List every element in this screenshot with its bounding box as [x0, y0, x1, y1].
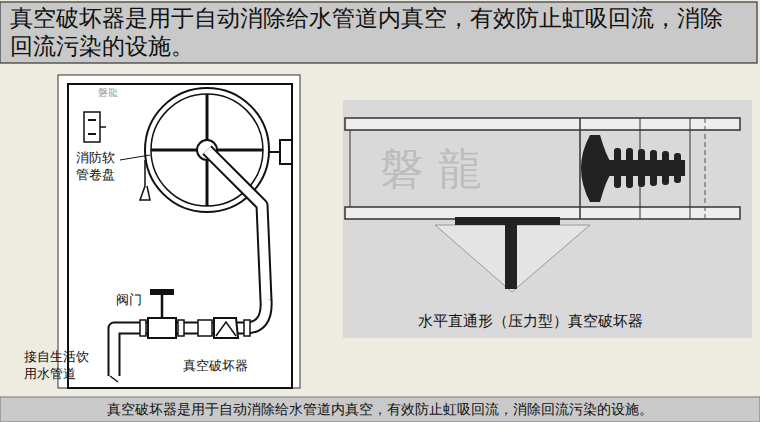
- part-label: 消防软 管卷盘: [76, 150, 119, 184]
- watermark: 磐 龍: [380, 140, 482, 197]
- caption: 真空破坏器是用于自动消除给水管道内真空，有效防止虹吸回流，消除回流污染的设施。: [0, 400, 760, 418]
- part-label: 阀门: [116, 292, 142, 309]
- part-label: 真空破坏器: [183, 358, 248, 375]
- watermark: 磐龍: [98, 86, 118, 99]
- breaker-section-drawing: [343, 100, 752, 338]
- caption-bar: [0, 397, 760, 422]
- cabinet-drawing: [58, 75, 300, 388]
- figure-caption: 水平直通形（压力型）真空破坏器: [418, 312, 643, 332]
- part-label: 接自生活饮 用水管道: [24, 349, 93, 383]
- title-bar: [0, 2, 757, 63]
- heading: 真空破坏器是用于自动消除给水管道内真空，有效防止虹吸回流，消除 回流污染的设施。: [10, 4, 745, 60]
